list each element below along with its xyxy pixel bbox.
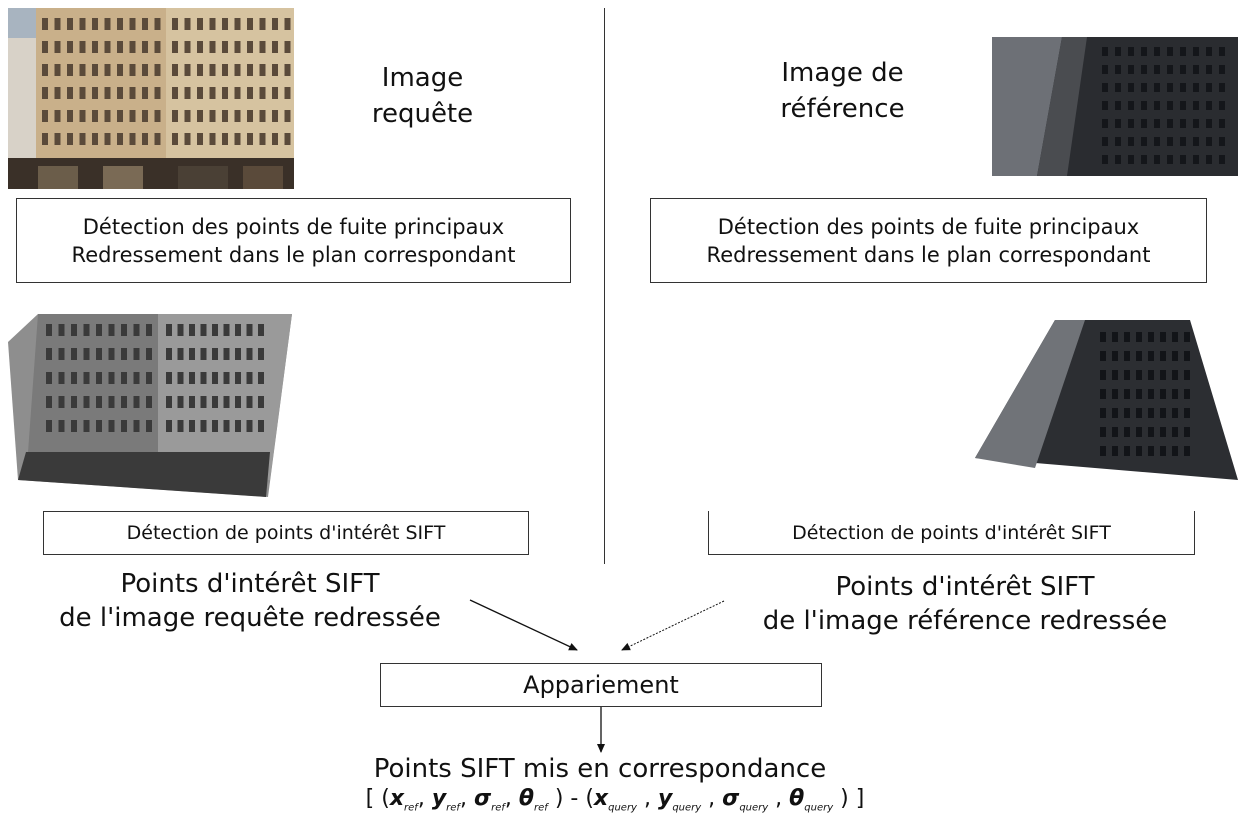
formula-sub-ref-4: ref — [534, 802, 548, 814]
query-sift-box: Détection de points d'intérêt SIFT — [43, 511, 529, 555]
formula-sub-ref-3: ref — [491, 802, 505, 814]
reference-image-title: Image de référence — [745, 55, 940, 127]
formula-sub-query-4: query — [804, 802, 834, 814]
formula-y-ref: y — [431, 786, 447, 811]
formula-x-query: x — [593, 786, 609, 811]
query-title-line1: Image — [381, 63, 464, 93]
formula-y-query: y — [657, 786, 673, 811]
reference-process-line1: Détection des points de fuite principaux — [717, 214, 1140, 239]
arrow-reference-to-matching — [621, 600, 725, 651]
formula-theta-ref: θ — [518, 786, 535, 811]
rectified-reference-image — [975, 320, 1238, 480]
matched-points-line1: Points SIFT mis en correspondance — [373, 754, 827, 784]
formula-theta-query: θ — [789, 786, 805, 811]
arrow-query-to-matching — [469, 599, 578, 651]
query-process-line1: Détection des points de fuite principaux — [82, 214, 505, 239]
reference-points-line2: de l'image référence redressée — [762, 606, 1168, 636]
formula-sub-query-2: query — [672, 802, 702, 814]
query-points-line1: Points d'intérêt SIFT — [120, 569, 380, 599]
reference-title-line1: Image de — [781, 58, 904, 88]
reference-image — [992, 37, 1238, 176]
query-title-line2: requête — [371, 99, 474, 129]
formula-open: [ ( — [365, 786, 390, 811]
matching-box: Appariement — [380, 663, 822, 707]
formula-sub-query-3: query — [739, 802, 769, 814]
reference-sift-box: Détection de points d'intérêt SIFT — [708, 511, 1195, 555]
query-sift-label: Détection de points d'intérêt SIFT — [126, 522, 446, 544]
column-divider — [604, 8, 605, 564]
query-sift-points-label: Points d'intérêt SIFT de l'image requête… — [20, 567, 480, 635]
formula-sub-query-1: query — [608, 802, 637, 814]
formula-x-ref: x — [389, 786, 405, 811]
reference-title-line2: référence — [780, 94, 905, 124]
query-points-line2: de l'image requête redressée — [59, 603, 441, 633]
matched-points-label: Points SIFT mis en correspondance — [300, 752, 900, 786]
formula-sub-ref-2: ref — [446, 802, 460, 814]
matching-label: Appariement — [523, 671, 679, 699]
query-image-title: Image requête — [330, 60, 515, 132]
formula-sub-ref-1: ref — [404, 802, 418, 814]
formula-sigma-ref: σ — [473, 786, 492, 811]
query-process-line2: Redressement dans le plan correspondant — [71, 242, 516, 267]
reference-sift-points-label: Points d'intérêt SIFT de l'image référen… — [730, 570, 1200, 638]
reference-sift-label: Détection de points d'intérêt SIFT — [792, 521, 1111, 544]
match-formula: [ (xref, yref, σref, θref ) - (xquery , … — [365, 786, 865, 814]
query-vanishing-point-box: Détection des points de fuite principaux… — [16, 198, 571, 283]
formula-dash: ) - ( — [554, 786, 594, 811]
reference-process-line2: Redressement dans le plan correspondant — [706, 242, 1151, 267]
formula-sigma-query: σ — [722, 786, 740, 811]
formula-close: ) ] — [840, 786, 865, 811]
query-image — [8, 8, 294, 189]
reference-vanishing-point-box: Détection des points de fuite principaux… — [650, 198, 1207, 283]
rectified-query-image — [8, 314, 292, 497]
reference-points-line1: Points d'intérêt SIFT — [835, 572, 1095, 602]
